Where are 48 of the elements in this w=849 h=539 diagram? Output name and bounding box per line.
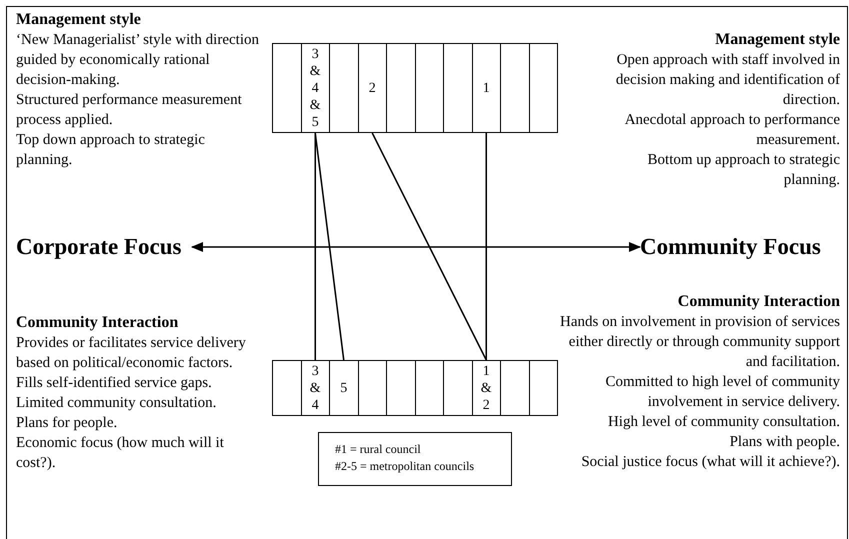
description-text: Plans for people. [16,414,118,433]
description-text: Provides or facilitates service delivery based on political/economic factors. [16,334,247,373]
description-text: Hands on involvement in provision of services either directly or through community support and facilitation. [560,313,840,372]
description-text: Bottom up approach to strategic planning. [646,151,840,190]
connector-line [486,133,487,360]
connector-line [372,132,487,360]
scale-cell [443,43,472,133]
description-text: Top down approach to strategic planning. [16,131,206,170]
description-text: Economic focus (how much will it cost?). [16,434,225,473]
scale-cell [414,43,444,133]
description-text: Committed to high level of community involvement in service delivery. [604,373,840,412]
scale-cell: 3 & 4 [300,360,330,416]
scale-cell: 1 [472,43,501,133]
scale-cell: 3 & 4 & 5 [300,43,330,133]
scale-cell [358,360,387,416]
connector-line [314,132,344,360]
scale-cell [443,360,472,416]
section-heading: Management style [16,10,142,30]
scale-cell: 5 [329,360,358,416]
scale-cell [528,360,558,416]
scale-cell [386,43,416,133]
scale-cell: 2 [358,43,387,133]
section-heading: Community Interaction [16,313,180,333]
scale-cell [272,43,302,133]
description-text: Plans with people. [728,433,840,452]
scale-cell [329,43,358,133]
description-text: High level of community consultation. [606,413,840,432]
scale-cell [386,360,416,416]
description-text: Open approach with staff involved in decision making and identification of direction. [614,51,840,110]
description-text: Social justice focus (what will it achieve?). [580,453,840,472]
section-heading: Community Interaction [676,292,840,312]
focus-label: Corporate Focus [16,232,192,262]
scale-cell [500,360,530,416]
scale-cell [414,360,444,416]
focus-label: Community Focus [640,232,840,262]
section-heading: Management style [714,30,840,50]
axis-arrow [191,242,641,252]
scale-cell: 1 & 2 [472,360,501,416]
scale-cell [272,360,302,416]
description-text: Structured performance measurement process applied. [16,91,243,130]
key-box: #1 = rural council #2-5 = metropolitan councils [318,432,512,486]
description-text: ‘New Managerialist’ style with direction guided by economically rational decision-making. [16,31,260,90]
description-text: Limited community consultation. [16,394,218,413]
description-text: Fills self-identified service gaps. [16,374,213,393]
scale-cell [500,43,530,133]
description-text: Anecdotal approach to performance measurement. [624,111,840,150]
scale-cell [528,43,558,133]
connector-line [314,133,316,360]
